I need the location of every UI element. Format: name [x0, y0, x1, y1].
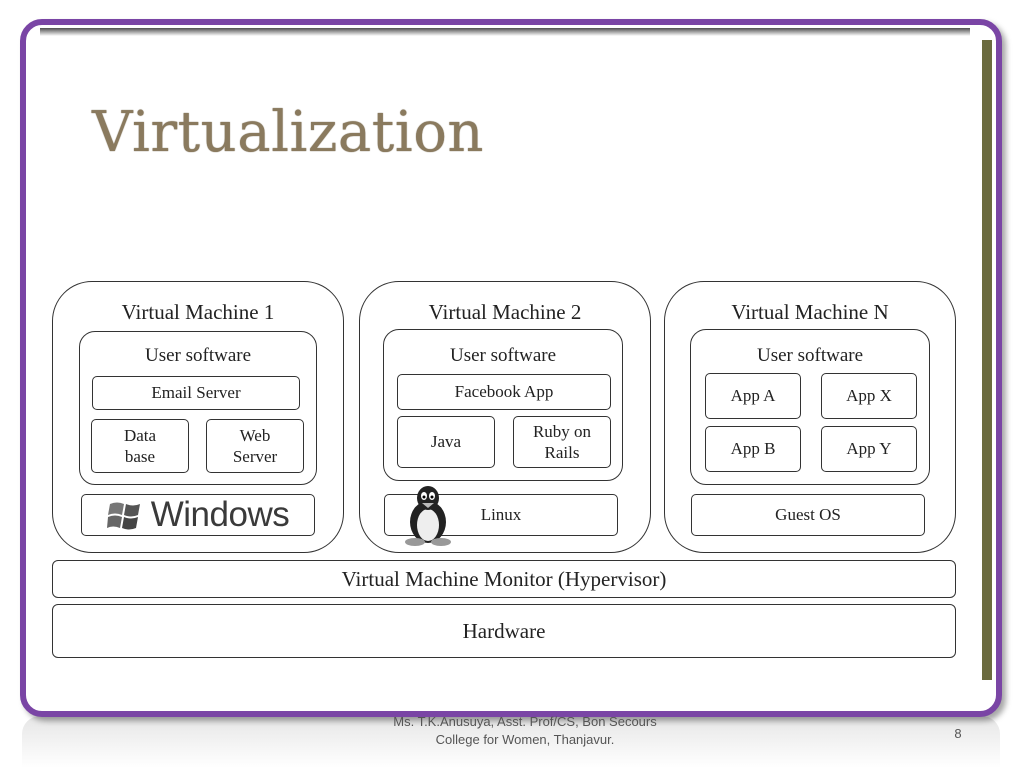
vmn-app-x-label: App X: [846, 386, 892, 406]
vm2-facebook-app-label: Facebook App: [454, 382, 554, 402]
vm1-email-server: Email Server: [92, 376, 300, 410]
vm1-email-server-label: Email Server: [151, 383, 241, 403]
vmn-app-a: App A: [705, 373, 801, 419]
footer-credit-line1: Ms. T.K.Anusuya, Asst. Prof/CS, Bon Seco…: [393, 714, 657, 729]
hypervisor-label: Virtual Machine Monitor (Hypervisor): [341, 566, 667, 591]
vm1-database: Data base: [91, 419, 189, 473]
vmn-os-label: Guest OS: [775, 505, 841, 525]
vmn-app-b-label: App B: [730, 439, 776, 459]
slide-title: Virtualization: [92, 100, 484, 165]
vm1-os-label: Windows: [150, 495, 290, 535]
vm2-ruby-label-2: Rails: [544, 443, 580, 462]
vm2-user-software-label: User software: [449, 345, 557, 366]
footer-credit: Ms. T.K.Anusuya, Asst. Prof/CS, Bon Seco…: [340, 714, 710, 747]
vm2-java-label: Java: [430, 432, 462, 452]
vm2-ruby-label-1: Ruby on: [532, 421, 592, 441]
vm1-user-software-label: User software: [144, 345, 252, 366]
vmn-app-x: App X: [821, 373, 917, 419]
vm1-title: Virtual Machine 1: [121, 300, 275, 324]
slide-reflection: [22, 716, 1000, 768]
vmn-app-b: App B: [705, 426, 801, 472]
hypervisor-layer: Virtual Machine Monitor (Hypervisor): [52, 560, 956, 598]
slide-top-shade: [40, 28, 970, 36]
footer-credit-line2: College for Women, Thanjavur.: [435, 732, 615, 747]
vm1-web-server-label-1: Web: [239, 425, 271, 445]
vm1-os-windows: Windows: [81, 494, 315, 536]
windows-logo-icon: [106, 502, 140, 530]
vmn-app-a-label: App A: [730, 386, 776, 406]
vmn-app-y: App Y: [821, 426, 917, 472]
vm1-web-server-label-2: Server: [232, 447, 278, 466]
vm1-database-label-1: Data: [123, 425, 157, 445]
tux-penguin-icon: [405, 486, 451, 546]
vm2-os-label: Linux: [480, 505, 522, 525]
vm2-java: Java: [397, 416, 495, 468]
slide-edge-shade: [982, 40, 992, 680]
vm1-database-label-2: base: [124, 447, 156, 466]
vmn-user-software-label: User software: [756, 345, 864, 366]
vm2-facebook-app: Facebook App: [397, 374, 611, 410]
vmn-title: Virtual Machine N: [731, 300, 889, 324]
hardware-layer: Hardware: [52, 604, 956, 658]
page-number: 8: [954, 726, 962, 741]
vm2-ruby-on-rails: Ruby on Rails: [513, 416, 611, 468]
vmn-os-guest: Guest OS: [691, 494, 925, 536]
hardware-label: Hardware: [462, 618, 546, 643]
vm2-title: Virtual Machine 2: [428, 300, 582, 324]
vmn-app-y-label: App Y: [846, 439, 892, 459]
